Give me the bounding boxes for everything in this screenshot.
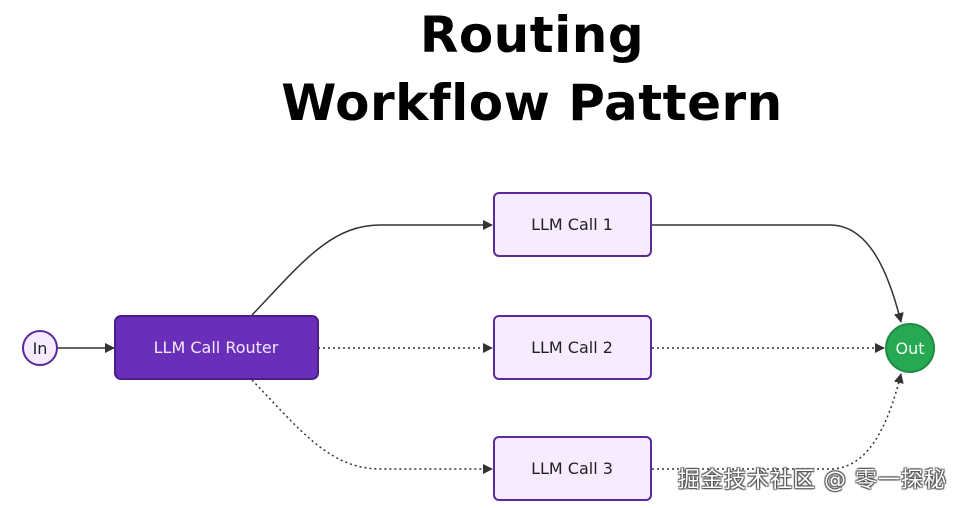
edge-call1-output: [652, 224, 904, 323]
node-call3-label: LLM Call 3: [531, 459, 613, 478]
node-output[interactable]: Out: [885, 323, 935, 373]
node-call2[interactable]: LLM Call 2: [493, 315, 652, 380]
node-input-label: In: [33, 339, 48, 358]
node-router[interactable]: LLM Call Router: [114, 315, 319, 380]
edges: [58, 220, 904, 474]
node-output-label: Out: [895, 339, 924, 358]
edge-call3-output: [652, 373, 904, 470]
node-call1[interactable]: LLM Call 1: [493, 192, 652, 257]
watermark: 掘金技术社区 @ 零一探秘: [678, 468, 947, 493]
title-line-2: Workflow Pattern: [281, 74, 783, 132]
node-call2-label: LLM Call 2: [531, 338, 613, 357]
edge-router-call1: [251, 220, 493, 316]
edge-router-call3: [251, 379, 493, 474]
node-call3[interactable]: LLM Call 3: [493, 436, 652, 501]
node-router-label: LLM Call Router: [154, 338, 279, 357]
node-input[interactable]: In: [22, 330, 58, 366]
node-call1-label: LLM Call 1: [531, 215, 613, 234]
title-line-1: Routing: [419, 6, 645, 64]
